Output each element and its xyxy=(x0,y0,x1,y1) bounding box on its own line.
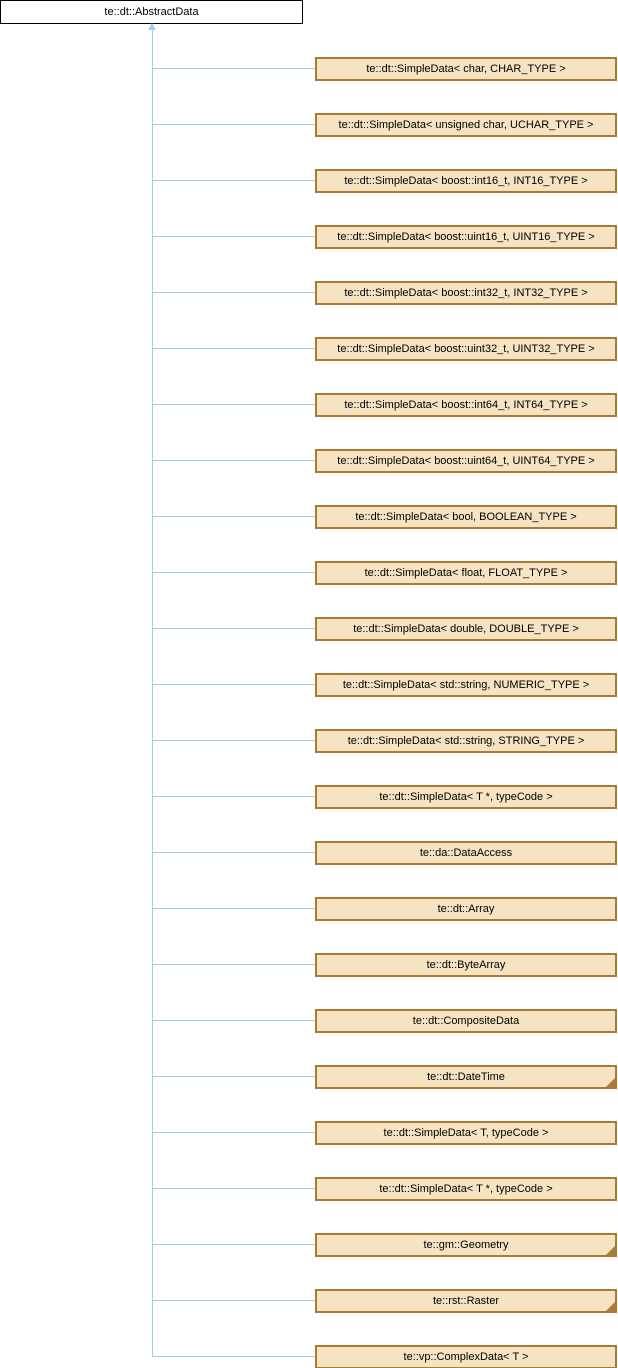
class-node[interactable]: te::dt::SimpleData< T *, typeCode > xyxy=(315,1177,617,1201)
connector-line xyxy=(152,740,315,741)
connector-line xyxy=(152,1076,315,1077)
connector-line xyxy=(152,1132,315,1133)
class-node-label: te::rst::Raster xyxy=(432,1295,500,1307)
class-node-label: te::vp::ComplexData< T > xyxy=(403,1351,529,1363)
class-node-label: te::dt::SimpleData< double, DOUBLE_TYPE … xyxy=(353,623,579,635)
class-node-label: te::dt::ByteArray xyxy=(426,959,506,971)
class-node-label: te::dt::SimpleData< std::string, NUMERIC… xyxy=(342,679,590,691)
class-node-label: te::dt::SimpleData< boost::uint32_t, UIN… xyxy=(337,343,595,355)
class-node[interactable]: te::dt::DateTime xyxy=(315,1065,617,1089)
class-node-label: te::dt::SimpleData< T *, typeCode > xyxy=(379,791,553,803)
connector-line xyxy=(152,124,315,125)
connector-line xyxy=(152,852,315,853)
class-node[interactable]: te::dt::SimpleData< boost::uint32_t, UIN… xyxy=(315,337,617,361)
class-node[interactable]: te::da::DataAccess xyxy=(315,841,617,865)
class-node[interactable]: te::dt::Array xyxy=(315,897,617,921)
class-node-label: te::dt::Array xyxy=(437,903,495,915)
subclass-corner-icon xyxy=(606,1302,615,1311)
class-node-label: te::dt::SimpleData< boost::int32_t, INT3… xyxy=(344,287,588,299)
connector-line xyxy=(152,1356,315,1357)
class-node[interactable]: te::dt::ByteArray xyxy=(315,953,617,977)
connector-line xyxy=(152,180,315,181)
connector-line xyxy=(152,348,315,349)
class-node[interactable]: te::gm::Geometry xyxy=(315,1233,617,1257)
connector-line xyxy=(152,1300,315,1301)
class-node-label: te::dt::SimpleData< bool, BOOLEAN_TYPE > xyxy=(355,511,577,523)
connector-line xyxy=(152,908,315,909)
connector-line xyxy=(152,796,315,797)
class-node-label: te::dt::SimpleData< T, typeCode > xyxy=(383,1127,549,1139)
connector-line xyxy=(152,1020,315,1021)
class-node[interactable]: te::dt::SimpleData< boost::uint16_t, UIN… xyxy=(315,225,617,249)
connector-line xyxy=(152,684,315,685)
class-node[interactable]: te::dt::SimpleData< bool, BOOLEAN_TYPE > xyxy=(315,505,617,529)
class-node-label: te::dt::SimpleData< std::string, STRING_… xyxy=(347,735,585,747)
class-node[interactable]: te::dt::SimpleData< unsigned char, UCHAR… xyxy=(315,113,617,137)
connector-line xyxy=(152,1188,315,1189)
class-node-root: te::dt::AbstractData xyxy=(0,0,303,24)
class-node-label: te::dt::SimpleData< boost::uint64_t, UIN… xyxy=(337,455,595,467)
connector-line xyxy=(152,292,315,293)
class-node[interactable]: te::dt::SimpleData< boost::uint64_t, UIN… xyxy=(315,449,617,473)
connector-line xyxy=(152,516,315,517)
connector-line xyxy=(152,1244,315,1245)
class-node[interactable]: te::dt::SimpleData< boost::int64_t, INT6… xyxy=(315,393,617,417)
connector-line xyxy=(152,572,315,573)
class-node-label: te::dt::SimpleData< boost::int64_t, INT6… xyxy=(344,399,588,411)
connector-line xyxy=(152,404,315,405)
class-node[interactable]: te::dt::SimpleData< char, CHAR_TYPE > xyxy=(315,57,617,81)
class-node[interactable]: te::dt::SimpleData< std::string, NUMERIC… xyxy=(315,673,617,697)
class-node-label: te::dt::SimpleData< T *, typeCode > xyxy=(379,1183,553,1195)
class-node-label: te::da::DataAccess xyxy=(419,847,513,859)
class-node[interactable]: te::rst::Raster xyxy=(315,1289,617,1313)
class-node[interactable]: te::dt::SimpleData< float, FLOAT_TYPE > xyxy=(315,561,617,585)
inheritance-trunk-line xyxy=(152,29,153,1357)
class-node-label: te::dt::SimpleData< boost::uint16_t, UIN… xyxy=(337,231,595,243)
inheritance-up-arrow-icon xyxy=(148,23,156,30)
class-node[interactable]: te::dt::SimpleData< std::string, STRING_… xyxy=(315,729,617,753)
class-node-label: te::dt::SimpleData< float, FLOAT_TYPE > xyxy=(364,567,568,579)
class-node[interactable]: te::dt::SimpleData< boost::int32_t, INT3… xyxy=(315,281,617,305)
class-node[interactable]: te::dt::CompositeData xyxy=(315,1009,617,1033)
class-node-label: te::dt::SimpleData< unsigned char, UCHAR… xyxy=(338,119,594,131)
class-node[interactable]: te::dt::SimpleData< double, DOUBLE_TYPE … xyxy=(315,617,617,641)
class-node[interactable]: te::vp::ComplexData< T > xyxy=(315,1345,617,1368)
connector-line xyxy=(152,460,315,461)
class-node-label: te::dt::SimpleData< char, CHAR_TYPE > xyxy=(366,63,566,75)
connector-line xyxy=(152,236,315,237)
class-node-label: te::dt::SimpleData< boost::int16_t, INT1… xyxy=(344,175,588,187)
class-node[interactable]: te::dt::SimpleData< boost::int16_t, INT1… xyxy=(315,169,617,193)
class-node-label: te::gm::Geometry xyxy=(423,1239,509,1251)
connector-line xyxy=(152,964,315,965)
class-node-label: te::dt::DateTime xyxy=(427,1071,505,1083)
connector-line xyxy=(152,68,315,69)
class-node[interactable]: te::dt::SimpleData< T, typeCode > xyxy=(315,1121,617,1145)
connector-line xyxy=(152,628,315,629)
class-node[interactable]: te::dt::SimpleData< T *, typeCode > xyxy=(315,785,617,809)
subclass-corner-icon xyxy=(606,1246,615,1255)
class-node-label: te::dt::CompositeData xyxy=(412,1015,520,1027)
subclass-corner-icon xyxy=(606,1078,615,1087)
